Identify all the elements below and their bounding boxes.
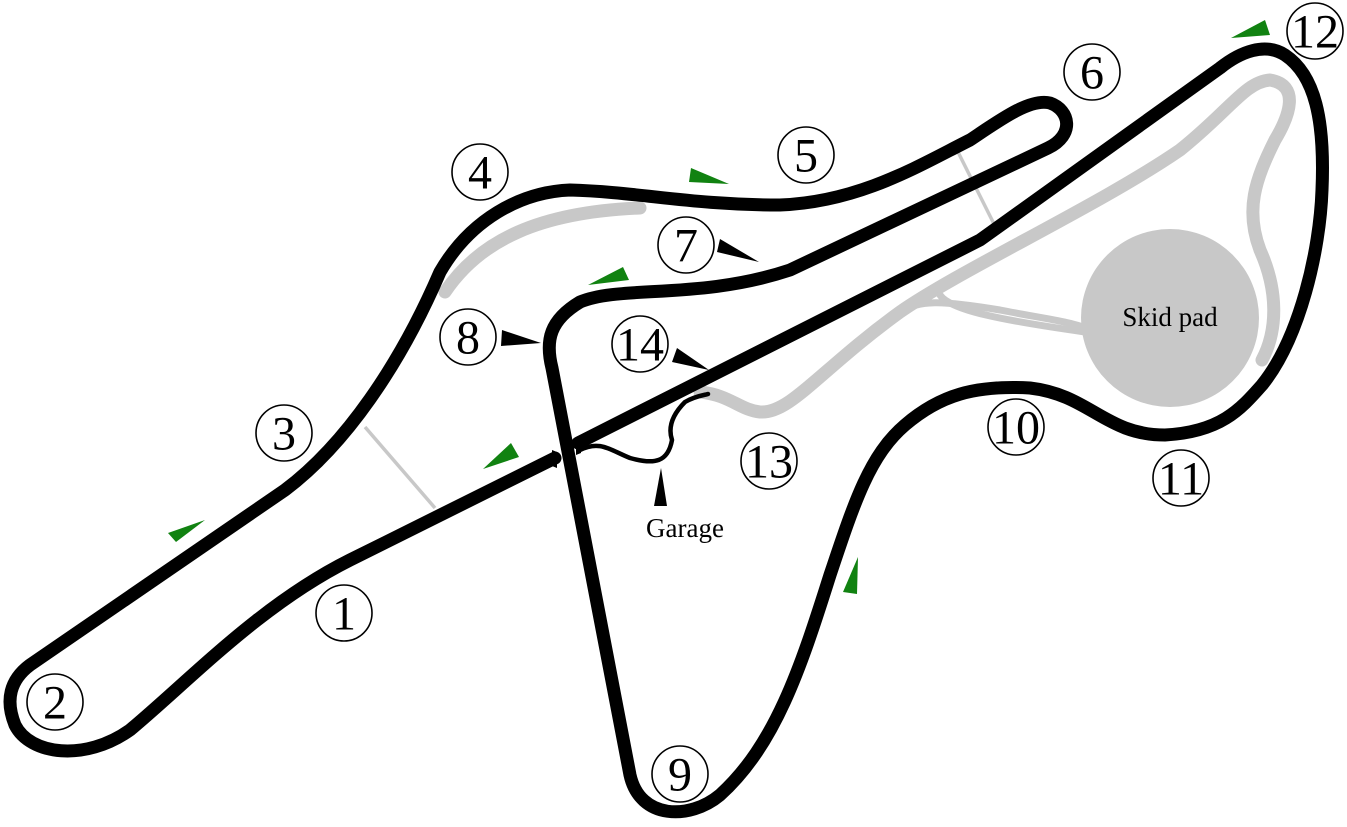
- turn-marker-12: 12: [1286, 2, 1344, 60]
- alt-skid-connector: [896, 299, 1094, 334]
- turn-number: 1: [332, 588, 356, 641]
- pointer-14-icon: [672, 348, 709, 370]
- track-outline: [3, 42, 1329, 819]
- turn-marker-8: 8: [439, 308, 497, 366]
- pointer-7-icon: [717, 239, 759, 262]
- turn-number: 2: [43, 677, 67, 730]
- turn-number: 4: [468, 147, 492, 200]
- turn-marker-11: 11: [1152, 449, 1210, 507]
- triangle-arrow-icon: [1231, 20, 1270, 38]
- triangle-arrow-icon: [843, 557, 858, 594]
- triangle-arrow-icon: [689, 168, 729, 184]
- turn-number: 14: [616, 319, 664, 372]
- direction-arrows: [168, 20, 1270, 594]
- turn-number: 8: [456, 312, 480, 365]
- turn-number: 3: [272, 408, 296, 461]
- pit-lane: [577, 391, 711, 464]
- alternate-layout: [363, 73, 1296, 510]
- turn-number: 9: [668, 749, 692, 802]
- turn-number: 7: [674, 220, 698, 273]
- pointer-garage-icon: [654, 468, 667, 506]
- turn-marker-6: 6: [1063, 43, 1121, 101]
- turn-marker-4: 4: [451, 143, 509, 201]
- skid-pad-label: Skid pad: [1122, 302, 1218, 332]
- turn-marker-14: 14: [611, 315, 669, 373]
- connector-3: [363, 425, 437, 510]
- alt-skid-connector-2: [936, 291, 1089, 336]
- triangle-arrow-icon: [588, 267, 629, 285]
- start-line-left: [552, 450, 557, 468]
- labels: Skid pad Garage: [646, 302, 1218, 543]
- turn-marker-10: 10: [987, 398, 1045, 456]
- turn-pointers: [501, 239, 759, 506]
- turn-number: 5: [794, 130, 818, 183]
- turn-marker-3: 3: [255, 404, 313, 462]
- turn-marker-5: 5: [777, 126, 835, 184]
- skid-pad: [1081, 229, 1259, 407]
- turn-number: 6: [1080, 47, 1104, 100]
- turn-number: 11: [1158, 453, 1204, 506]
- turn-marker-13: 13: [740, 432, 798, 490]
- turn-marker-2: 2: [26, 673, 84, 731]
- pointer-8-icon: [501, 330, 541, 346]
- turn-marker-1: 1: [315, 584, 373, 642]
- turn-number: 13: [745, 436, 793, 489]
- turn-number: 12: [1291, 6, 1339, 59]
- triangle-arrow-icon: [483, 443, 519, 469]
- alt-infield-loop: [438, 201, 647, 299]
- turn-marker-9: 9: [651, 745, 709, 803]
- triangle-arrow-icon: [168, 520, 205, 542]
- main-circuit: [3, 42, 1329, 819]
- garage-label: Garage: [646, 513, 724, 543]
- turn-number: 10: [992, 402, 1040, 455]
- turn-markers: 1 2 3 4 5 6 7 8: [26, 2, 1344, 803]
- turn-marker-7: 7: [657, 216, 715, 274]
- alt-back-section: [693, 73, 1296, 419]
